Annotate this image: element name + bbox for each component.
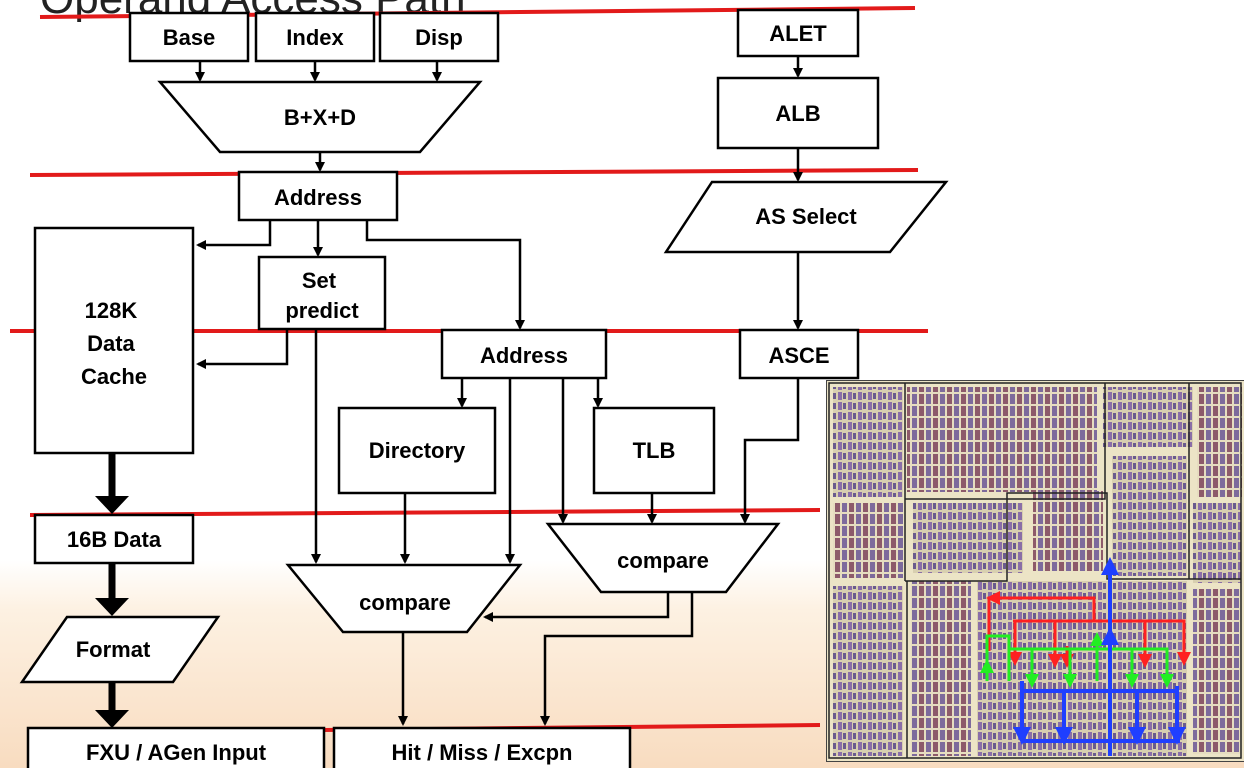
svg-text:compare: compare xyxy=(617,548,709,573)
svg-text:ALET: ALET xyxy=(769,21,827,46)
svg-text:ALB: ALB xyxy=(775,101,820,126)
svg-text:Hit / Miss / Excpn: Hit / Miss / Excpn xyxy=(392,740,573,765)
as-select-parallelogram: AS Select xyxy=(663,180,949,254)
svg-text:Disp: Disp xyxy=(415,25,463,50)
compare-right-trapezoid: compare xyxy=(545,522,781,594)
svg-text:Address: Address xyxy=(274,185,362,210)
asce-box: ASCE xyxy=(738,328,860,380)
svg-text:Base: Base xyxy=(163,25,216,50)
alb-box: ALB xyxy=(716,76,880,150)
directory-box: Directory xyxy=(337,406,497,495)
svg-text:compare: compare xyxy=(359,590,451,615)
svg-text:AS Select: AS Select xyxy=(755,204,857,229)
svg-text:Format: Format xyxy=(76,637,151,662)
svg-text:B+X+D: B+X+D xyxy=(284,105,356,130)
svg-text:Address: Address xyxy=(480,343,568,368)
address-box-1: Address xyxy=(237,170,399,222)
data16-box: 16B Data xyxy=(33,513,195,565)
svg-text:FXU / AGen Input: FXU / AGen Input xyxy=(86,740,267,765)
index-box: Index xyxy=(254,11,376,63)
disp-box: Disp xyxy=(378,11,500,63)
base-box: Base xyxy=(128,11,250,63)
svg-text:ASCE: ASCE xyxy=(768,343,829,368)
hit-miss-box: Hit / Miss / Excpn xyxy=(332,726,632,768)
address-box-2: Address xyxy=(440,328,608,380)
svg-text:Index: Index xyxy=(286,25,344,50)
fxu-box: FXU / AGen Input xyxy=(26,726,326,768)
format-parallelogram: Format xyxy=(19,615,221,684)
adder-trapezoid: B+X+D xyxy=(157,80,483,154)
tlb-box: TLB xyxy=(592,406,716,495)
svg-text:Set predict: Set predict xyxy=(285,268,359,323)
set-predict-box: Set predict xyxy=(257,255,387,331)
svg-text:16B Data: 16B Data xyxy=(67,527,162,552)
svg-text:TLB: TLB xyxy=(633,438,676,463)
compare-left-trapezoid: compare xyxy=(285,563,523,634)
svg-text:128K Data Cache: 128K Data Cache xyxy=(81,298,147,389)
svg-text:Directory: Directory xyxy=(369,438,466,463)
chip-die-photo xyxy=(826,380,1244,762)
data-cache-box: 128K Data Cache xyxy=(33,226,195,455)
chip-die-image xyxy=(827,381,1244,761)
alet-box: ALET xyxy=(736,8,860,58)
